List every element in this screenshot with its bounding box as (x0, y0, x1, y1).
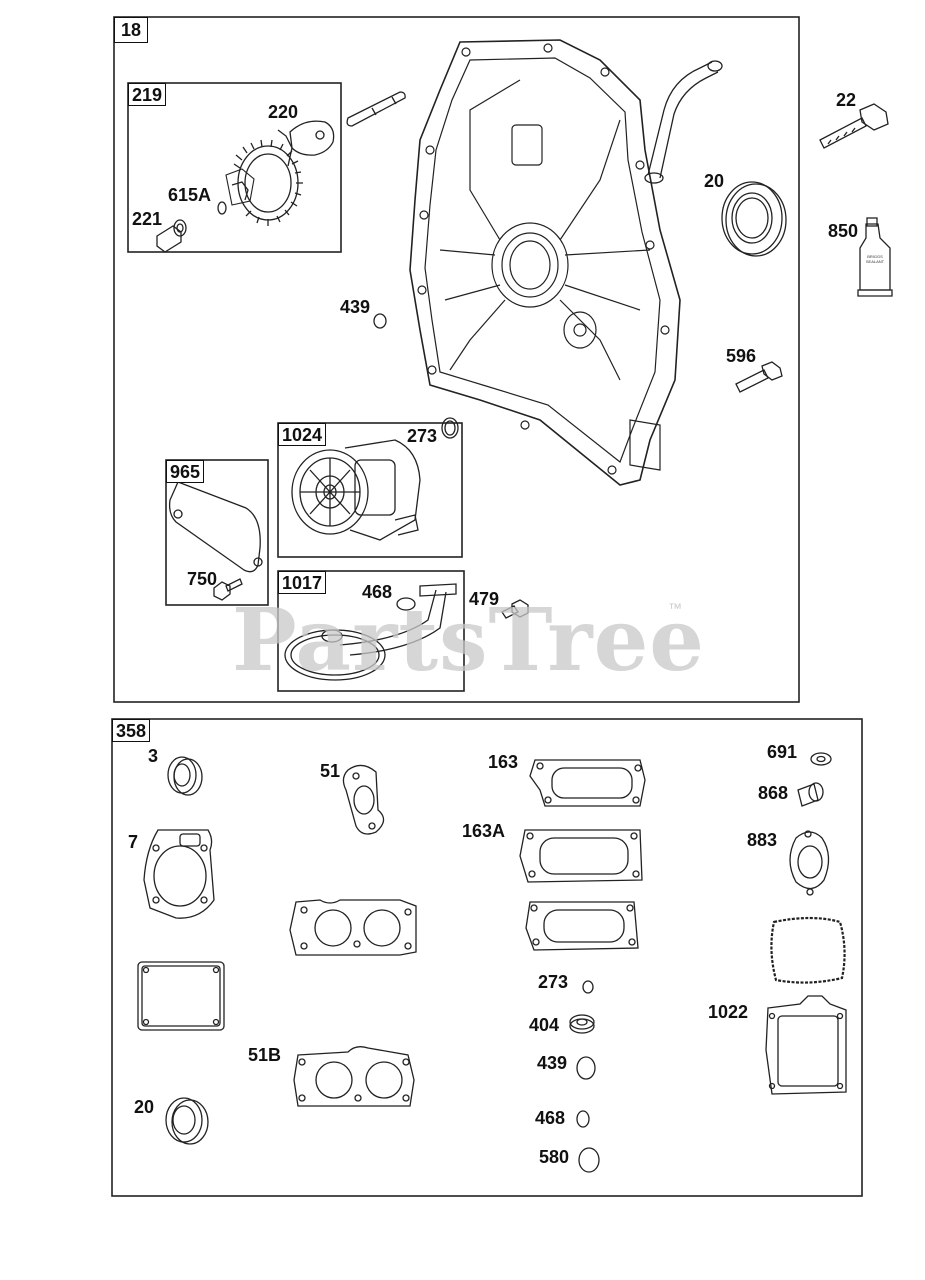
cover-965-drawing (168, 481, 261, 573)
bolt-22-drawing (819, 103, 889, 149)
crankcase-cover-drawing (409, 39, 681, 486)
part-label-883: 883 (747, 830, 778, 850)
group-label-1017: 1017 (278, 571, 327, 594)
plug-868-drawing (797, 782, 824, 807)
cover-gasket-left-drawing (137, 961, 225, 1031)
group-label-219: 219 (128, 83, 167, 106)
part-label-468-bottom: 468 (535, 1108, 566, 1128)
washer-691-drawing (810, 752, 832, 766)
part-label-439-bottom: 439 (537, 1053, 568, 1073)
ring-468-bottom-drawing (576, 1110, 590, 1128)
group-label-358: 358 (112, 719, 151, 742)
ring-439-bottom-drawing (576, 1056, 596, 1080)
cover-seal-drawing (770, 916, 846, 984)
bushing-221-drawing (156, 219, 187, 253)
group-1024-frame (277, 422, 463, 558)
ring-615a-drawing (217, 201, 227, 215)
cam-gear-drawing (225, 129, 303, 226)
dipstick-tube-drawing (644, 60, 723, 184)
gasket-51b-drawing (293, 1046, 415, 1107)
ring-468-top-drawing (396, 597, 416, 611)
part-label-163a: 163A (462, 821, 506, 841)
group-1017-frame (277, 570, 465, 692)
ring-580-drawing (578, 1147, 600, 1173)
part-label-1022: 1022 (708, 1002, 749, 1022)
part-label-22: 22 (836, 90, 857, 110)
group-965-frame (165, 459, 269, 606)
seal-20-bottom-drawing (165, 1097, 209, 1145)
part-label-51b: 51B (248, 1045, 282, 1065)
part-label-596: 596 (726, 346, 757, 366)
part-label-273-top: 273 (407, 426, 438, 446)
part-label-20-top: 20 (704, 171, 725, 191)
ring-273-top-drawing (441, 417, 459, 439)
gasket-163-drawing (529, 759, 646, 807)
seal-404-drawing (569, 1014, 595, 1034)
exhaust-gasket-drawing (525, 901, 639, 951)
part-label-580: 580 (539, 1147, 570, 1167)
gasket-1022-drawing (765, 995, 847, 1095)
part-label-20-bottom: 20 (134, 1097, 155, 1117)
part-label-51: 51 (320, 761, 341, 781)
part-label-750: 750 (187, 569, 218, 589)
bolt-479-drawing (501, 599, 529, 619)
gasket-51-drawing (342, 764, 385, 835)
part-label-404: 404 (529, 1015, 560, 1035)
plate-220-drawing (289, 120, 335, 156)
gasket-883-drawing (789, 830, 830, 896)
group-label-1024: 1024 (278, 423, 327, 446)
gasket-163a-drawing (519, 829, 643, 883)
seal-3-drawing (167, 756, 203, 796)
oil-pump-drawing (291, 439, 421, 541)
shaft-pin-drawing (346, 91, 406, 127)
part-label-220: 220 (268, 102, 299, 122)
intake-gasket-mid-drawing (289, 899, 417, 956)
bolt-750-drawing (213, 578, 243, 601)
seal-20-top-drawing (721, 181, 787, 257)
trademark-symbol: ™ (668, 600, 682, 616)
group-219-frame (127, 82, 342, 253)
part-label-163: 163 (488, 752, 519, 772)
oil-pickup-drawing (284, 583, 457, 681)
part-label-479: 479 (469, 589, 500, 609)
group-18-frame (113, 16, 800, 703)
ring-273-bottom-drawing (582, 980, 594, 994)
part-label-691: 691 (767, 742, 798, 762)
part-label-868: 868 (758, 783, 789, 803)
sealant-tube-850-drawing (857, 217, 893, 297)
part-label-615a: 615A (168, 185, 212, 205)
head-gasket-7-drawing (143, 829, 215, 919)
bolt-596-drawing (735, 361, 783, 393)
part-label-273-bottom: 273 (538, 972, 569, 992)
sealant-tube-text: BRIGGS SEALANT (865, 254, 885, 264)
part-label-7: 7 (128, 832, 139, 852)
ring-439-top-drawing (373, 313, 387, 329)
part-label-468-top: 468 (362, 582, 393, 602)
watermark: PartsTree (232, 590, 706, 691)
part-label-850: 850 (828, 221, 859, 241)
group-358-frame (111, 718, 863, 1197)
part-label-439-top: 439 (340, 297, 371, 317)
group-label-18: 18 (114, 17, 149, 43)
part-label-221: 221 (132, 209, 163, 229)
part-label-3: 3 (148, 746, 159, 766)
group-label-965: 965 (166, 460, 205, 483)
